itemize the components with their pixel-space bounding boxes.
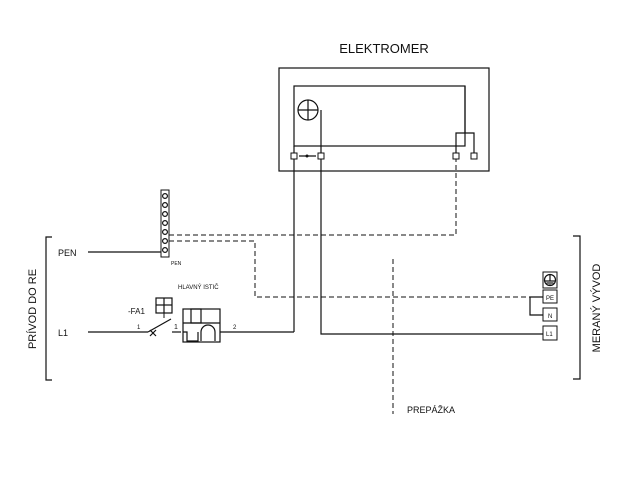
term-1a: 1: [137, 325, 141, 331]
meter-terminal: [317, 152, 325, 160]
metered-label: MERANÝ VÝVOD: [590, 264, 603, 353]
supply-bracket: [45, 236, 52, 381]
l1-label: L1: [58, 328, 68, 338]
pen-bar: [160, 189, 170, 258]
partition-label: PREPÁŽKA: [407, 405, 455, 415]
meter-terminal: [452, 152, 460, 160]
out-n-label: N: [548, 314, 552, 320]
meter-icon: [293, 85, 466, 147]
meter-enclosure: [278, 67, 490, 172]
main-breaker: HLAVNÝ ISTIČ -FA1 1 1 2: [128, 284, 237, 343]
pe-n-jumper: [529, 296, 543, 316]
l1-out: [320, 159, 543, 335]
breaker-ref: -FA1: [128, 307, 145, 316]
pen-bar-label: PEN: [171, 261, 182, 267]
metered-bracket: [573, 235, 581, 380]
neutral-to-meter: [169, 159, 457, 236]
out-pe-label: PE: [546, 296, 554, 302]
meter-terminal: [470, 152, 478, 160]
pen-label: PEN: [58, 248, 77, 258]
breaker-title: HLAVNÝ ISTIČ: [178, 284, 219, 291]
meter-title: ELEKTROMER: [339, 41, 429, 56]
term-1b: 1: [174, 324, 178, 331]
ground-icon: [543, 273, 557, 287]
supply-label: PRÍVOD DO RE: [26, 269, 39, 349]
pe-wire: [169, 240, 540, 298]
out-l1-label: L1: [546, 332, 553, 338]
meter-terminal: [290, 152, 298, 160]
term-2: 2: [233, 325, 237, 331]
